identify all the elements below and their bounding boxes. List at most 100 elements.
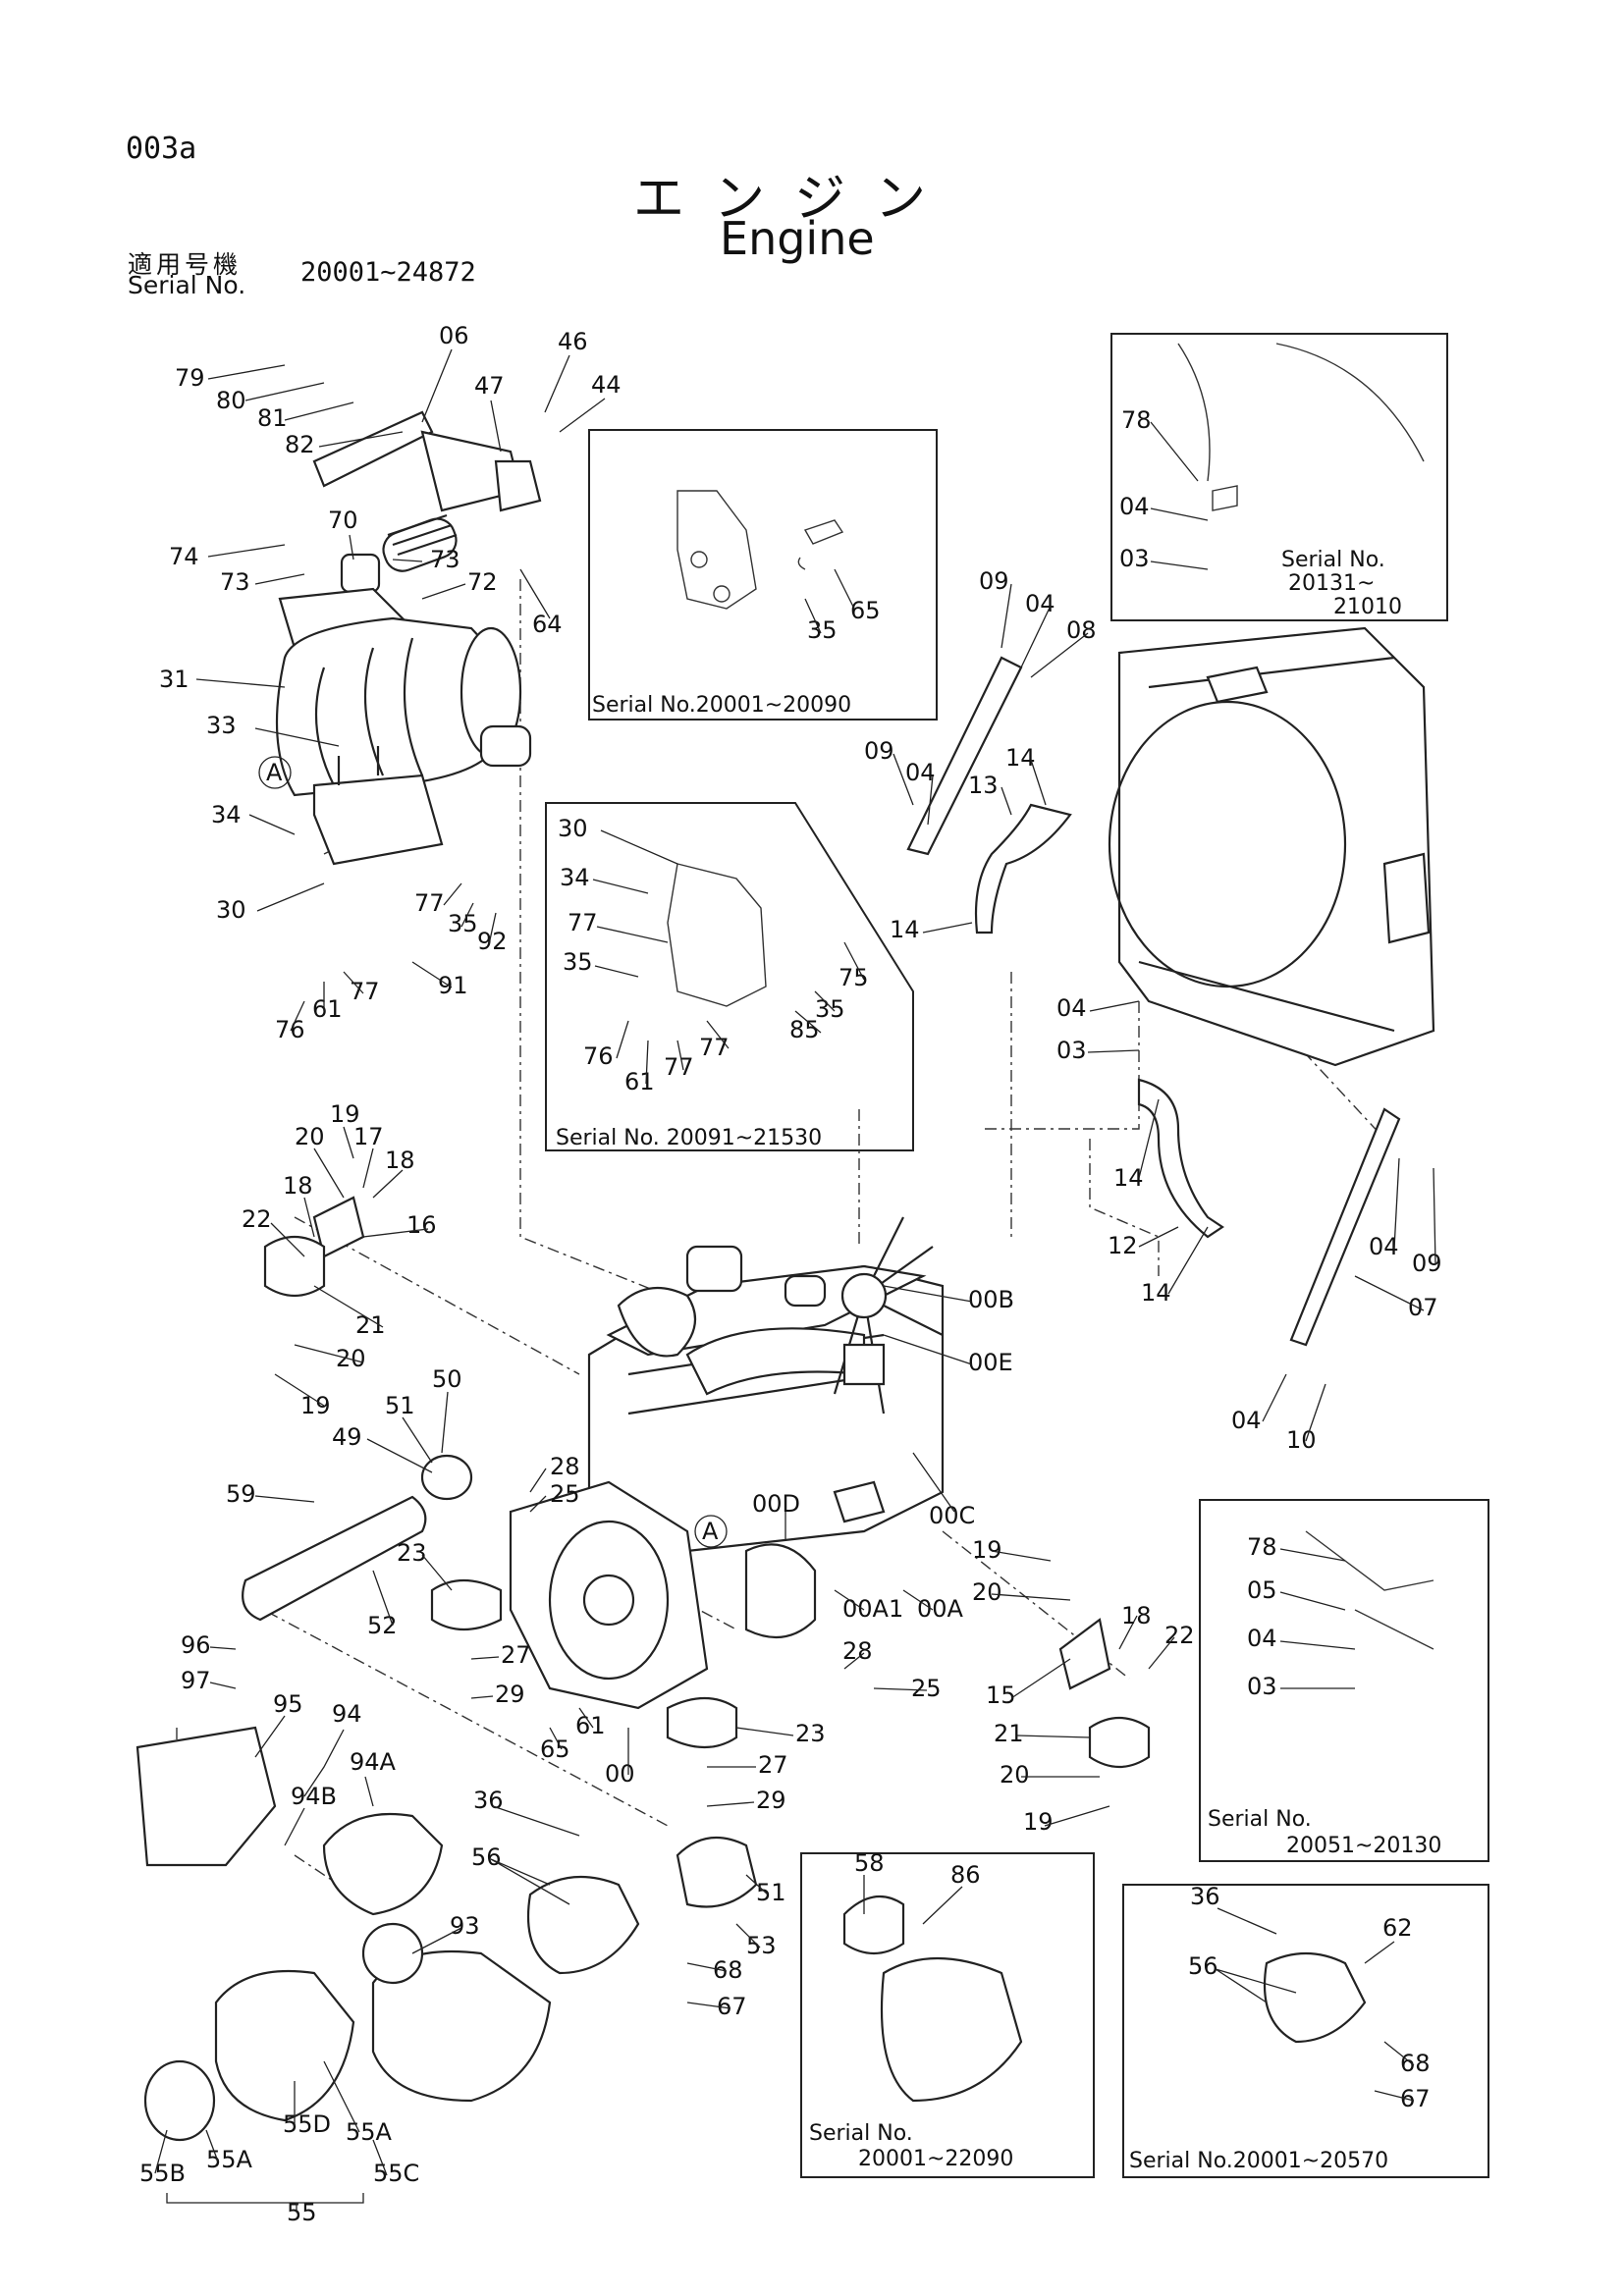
callout-77-c: 77 bbox=[568, 909, 598, 936]
callout-a-left: A bbox=[266, 759, 283, 786]
callout-65-a: 65 bbox=[850, 597, 881, 624]
callout-76-b: 61 bbox=[624, 1068, 655, 1095]
callout-22-b: 22 bbox=[1164, 1622, 1195, 1649]
callout-21-a: 21 bbox=[355, 1311, 386, 1339]
callout-73-a: 73 bbox=[430, 546, 460, 573]
callout-51-a: 51 bbox=[385, 1392, 415, 1419]
callout-09-b: 09 bbox=[864, 737, 894, 765]
inset-radiator-serial-2: 20131~ bbox=[1288, 571, 1375, 596]
callout-20-c: 20 bbox=[972, 1578, 1002, 1606]
leader-lines bbox=[154, 348, 1436, 2213]
callout-04-e: 04 bbox=[1369, 1233, 1399, 1260]
callout-36-a: 36 bbox=[473, 1787, 504, 1814]
callout-70: 70 bbox=[328, 507, 358, 534]
inset-air-cleaner: Serial No. 20001~22090 bbox=[800, 1852, 1095, 2178]
title-japanese: エンジン bbox=[633, 170, 956, 229]
title-english: Engine bbox=[720, 212, 875, 265]
callout-27-b: 27 bbox=[758, 1751, 788, 1779]
callout-67-a: 67 bbox=[717, 1993, 747, 2020]
callout-28-b: 28 bbox=[842, 1637, 873, 1665]
inset-engine-mount: Serial No. 20051~20130 bbox=[1199, 1499, 1489, 1862]
callout-79: 79 bbox=[175, 364, 205, 392]
callout-73-b: 73 bbox=[220, 568, 250, 596]
callout-55c: 55C bbox=[373, 2160, 419, 2187]
callout-55d: 55D bbox=[283, 2110, 331, 2138]
stays-and-hoses bbox=[906, 656, 1401, 1347]
callout-75: 76 bbox=[583, 1042, 614, 1070]
callout-a-center: A bbox=[702, 1518, 719, 1545]
callout-34-b: 34 bbox=[560, 864, 590, 891]
callout-29-a: 29 bbox=[495, 1681, 525, 1708]
callout-03-c: 03 bbox=[1247, 1673, 1277, 1700]
callout-78-b: 78 bbox=[1247, 1533, 1277, 1561]
callout-58: 58 bbox=[854, 1849, 885, 1877]
muffler-assembly bbox=[275, 410, 542, 866]
callout-72: 72 bbox=[467, 568, 498, 596]
callout-76-a: 76 bbox=[275, 1016, 305, 1043]
serial-label-english: Serial No. bbox=[128, 271, 246, 299]
callout-53: 53 bbox=[746, 1932, 777, 1959]
callout-09-a: 09 bbox=[979, 567, 1009, 595]
intake-and-air-cleaner bbox=[135, 1454, 1367, 2142]
callout-20-a: 20 bbox=[295, 1123, 325, 1150]
callout-00d: 00D bbox=[752, 1490, 800, 1518]
inset-radiator-serial-3: 21010 bbox=[1333, 595, 1402, 619]
inset-engine-mount-serial-2: 20051~20130 bbox=[1286, 1834, 1441, 1858]
callout-77-b: 77 bbox=[350, 978, 380, 1005]
callout-33: 33 bbox=[206, 712, 237, 739]
callout-81: 81 bbox=[257, 404, 288, 432]
callout-85: 75 bbox=[839, 964, 869, 991]
engine-block bbox=[509, 1216, 945, 1710]
inset-bracket-a: Serial No.20001~20090 bbox=[588, 429, 938, 721]
callout-07: 07 bbox=[1408, 1294, 1438, 1321]
callout-04-g: 04 bbox=[1247, 1625, 1277, 1652]
callout-86: 86 bbox=[950, 1861, 981, 1889]
callout-62: 62 bbox=[1382, 1914, 1413, 1942]
callout-82: 82 bbox=[285, 431, 315, 458]
mounts-and-brackets bbox=[263, 1196, 1151, 1768]
callout-13: 13 bbox=[968, 772, 999, 799]
callout-68-a: 68 bbox=[713, 1956, 743, 1984]
callout-59: 59 bbox=[226, 1480, 256, 1508]
callout-05: 05 bbox=[1247, 1576, 1277, 1604]
callout-55a-a: 55A bbox=[346, 2118, 393, 2146]
callout-34: 34 bbox=[211, 801, 242, 828]
callout-94: 94 bbox=[332, 1700, 362, 1728]
callout-labels: 79 80 81 82 06 47 46 44 70 73 74 73 72 6… bbox=[139, 322, 1442, 2226]
inset-radiator-serial-1: Serial No. bbox=[1281, 548, 1385, 572]
callout-14-b: 14 bbox=[890, 916, 920, 943]
callout-94a: 94A bbox=[350, 1748, 397, 1776]
callout-00a1: 00A1 bbox=[842, 1595, 903, 1623]
callout-30-b: 30 bbox=[558, 815, 588, 842]
callout-77-a: 77 bbox=[414, 889, 445, 917]
callout-19-d: 19 bbox=[1023, 1808, 1054, 1836]
callout-16: 16 bbox=[406, 1211, 437, 1239]
callout-78-a: 78 bbox=[1121, 406, 1152, 434]
callout-00e: 00E bbox=[968, 1349, 1013, 1376]
callout-14-a: 14 bbox=[1005, 744, 1036, 772]
callout-91: 91 bbox=[438, 972, 468, 999]
callout-44: 44 bbox=[591, 371, 622, 399]
callout-00c: 00C bbox=[929, 1502, 975, 1529]
callout-22-a: 22 bbox=[242, 1205, 272, 1233]
callout-21-b: 21 bbox=[994, 1720, 1024, 1747]
callout-06: 06 bbox=[439, 322, 469, 349]
callout-10: 10 bbox=[1286, 1426, 1317, 1454]
inset-bracket-b-serial: Serial No. 20091~21530 bbox=[556, 1126, 822, 1150]
callout-04-c: 04 bbox=[905, 759, 936, 786]
callout-56-b: 56 bbox=[1188, 1952, 1218, 1980]
callout-56-a: 56 bbox=[471, 1843, 502, 1871]
radiator bbox=[1108, 626, 1435, 1067]
callout-50: 50 bbox=[432, 1365, 462, 1393]
callout-00: 00 bbox=[605, 1760, 635, 1788]
callout-17: 17 bbox=[353, 1123, 384, 1150]
callout-25-a: 25 bbox=[550, 1480, 580, 1508]
callout-74: 74 bbox=[169, 543, 199, 570]
callout-51-b: 51 bbox=[756, 1879, 786, 1906]
callout-97: 97 bbox=[181, 1667, 211, 1694]
inset-radiator-mount: Serial No. 20131~ 21010 bbox=[1110, 333, 1448, 621]
inset-bracket-a-serial: Serial No.20001~20090 bbox=[592, 693, 851, 718]
callout-47: 47 bbox=[474, 372, 505, 400]
callout-94b: 94B bbox=[291, 1783, 337, 1810]
